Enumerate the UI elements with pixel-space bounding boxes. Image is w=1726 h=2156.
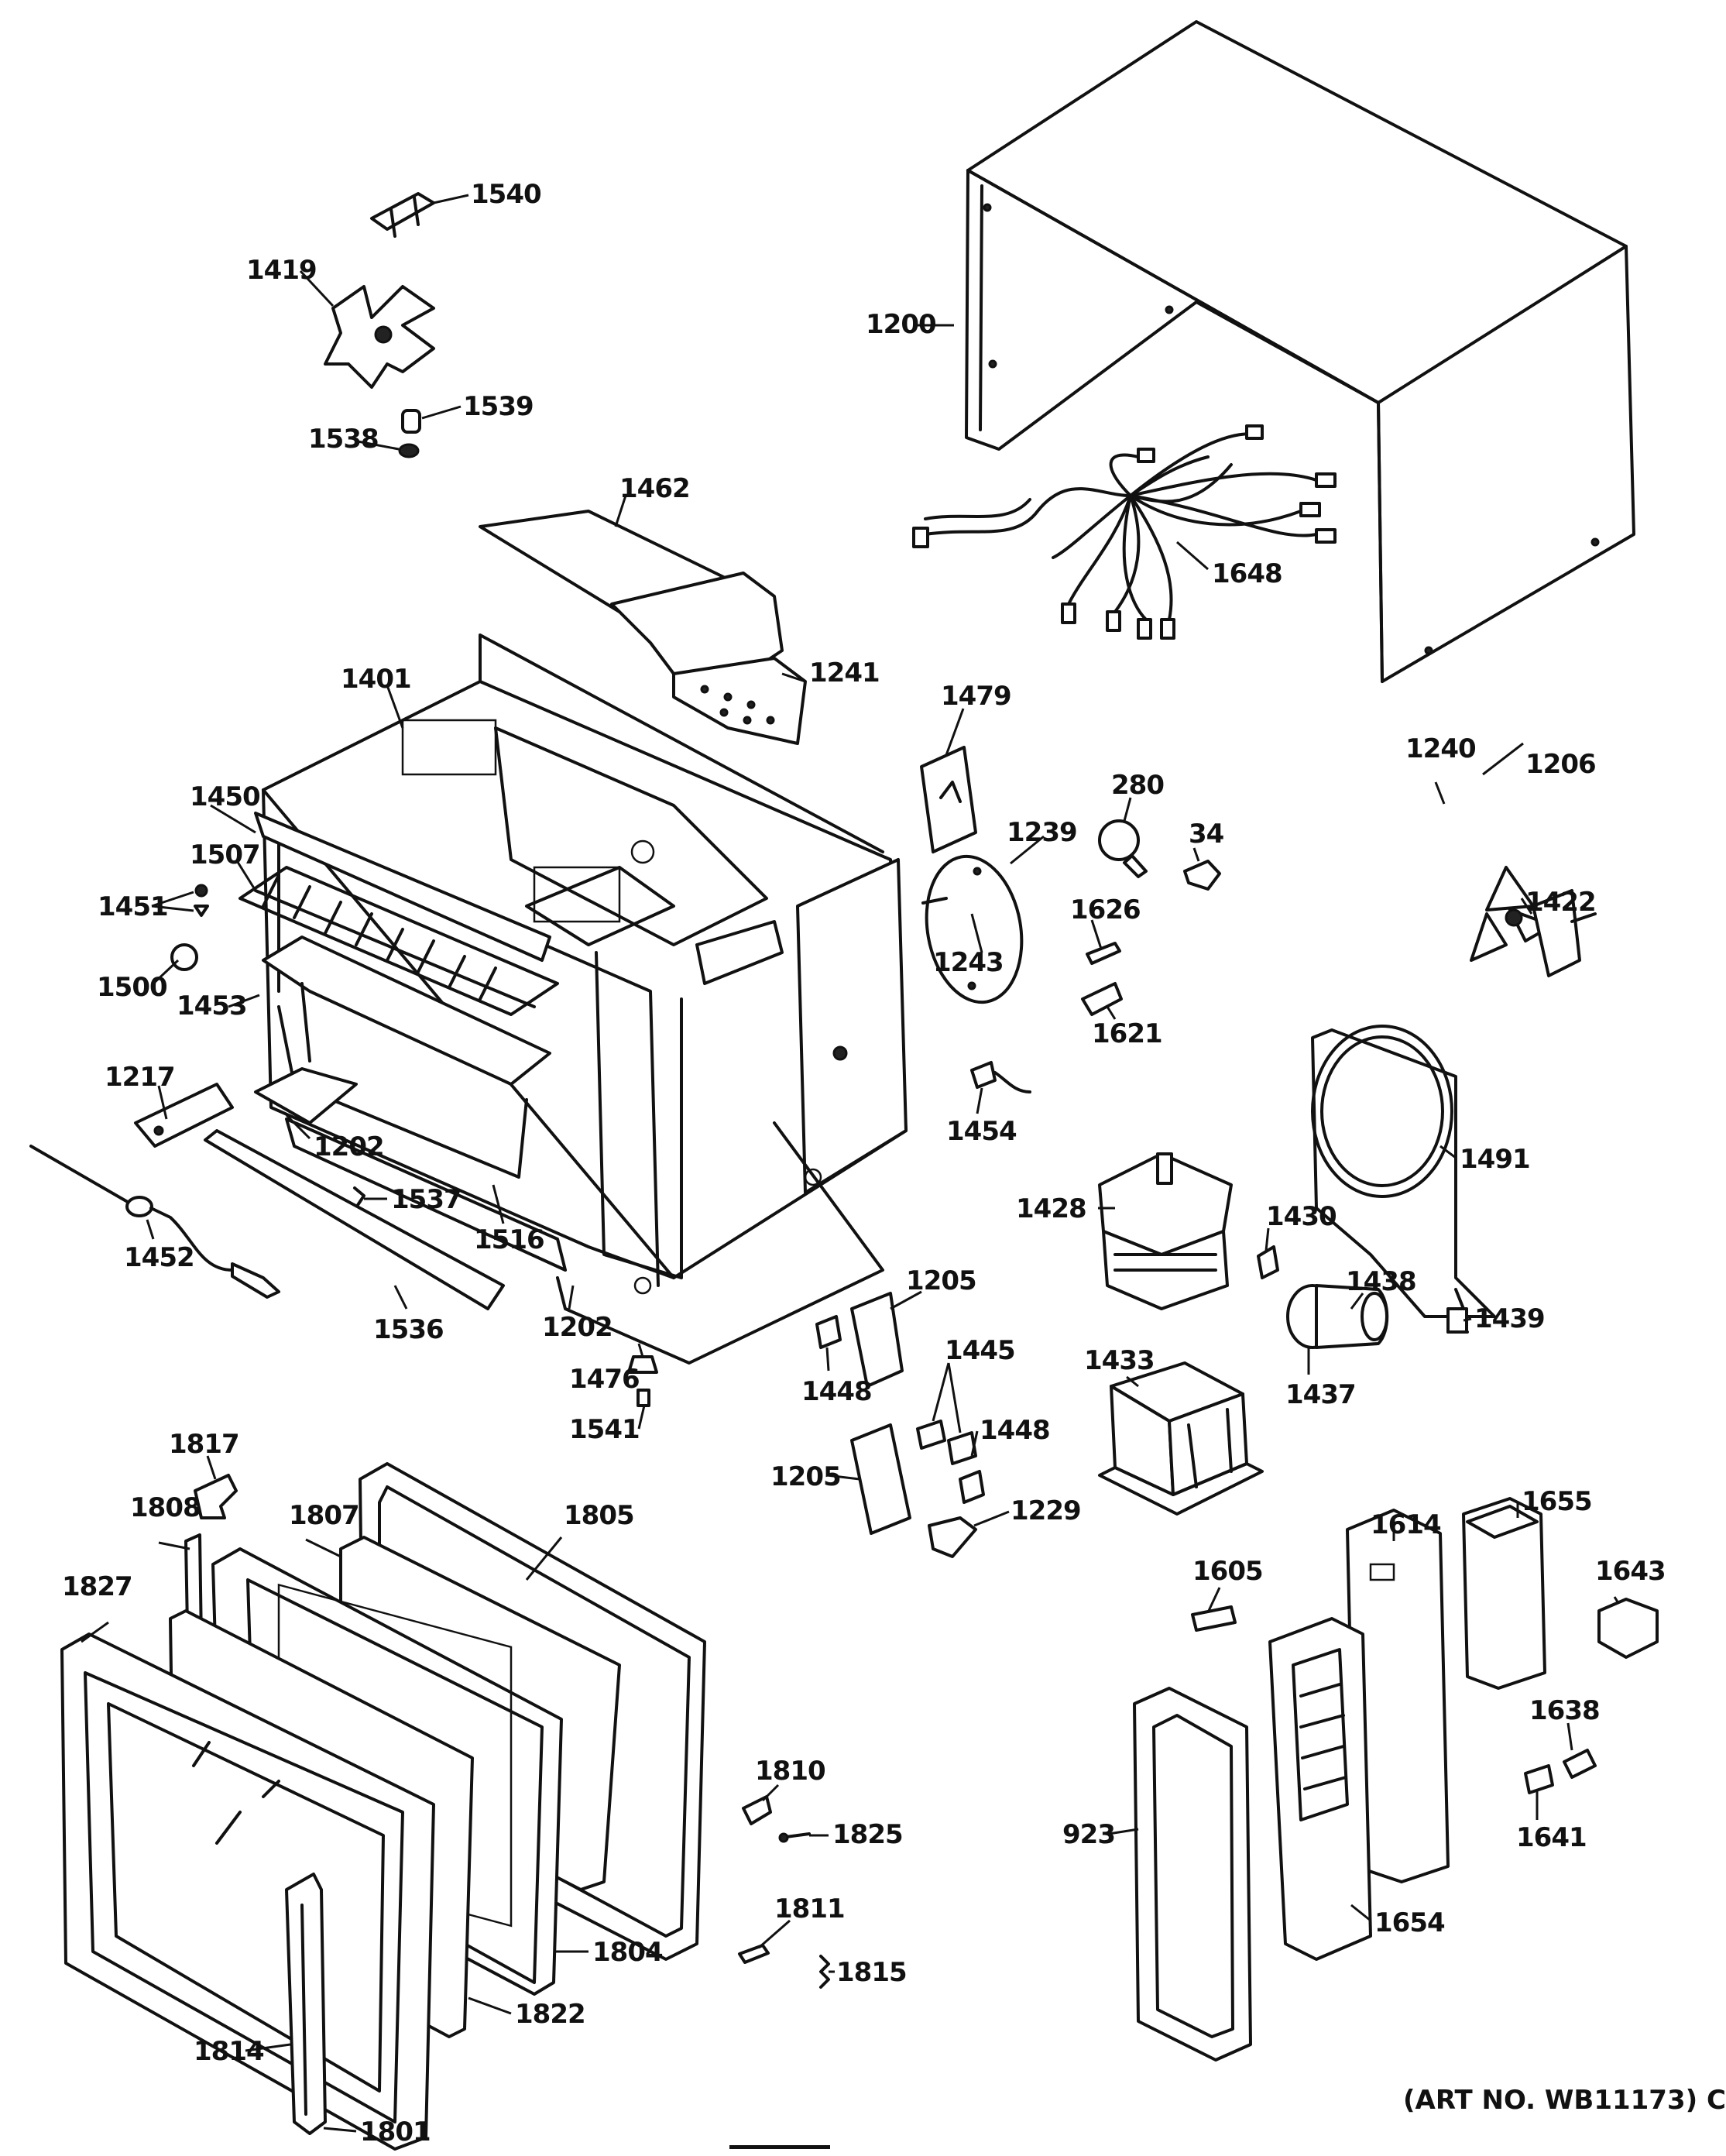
wire-harness-1648 (912, 424, 1337, 640)
label-1217: 1217 (105, 1062, 175, 1093)
label-1454: 1454 (946, 1116, 1017, 1147)
lamp-socket-fuse (1081, 819, 1221, 1016)
label-1229: 1229 (1011, 1495, 1081, 1526)
label-1641: 1641 (1516, 1822, 1587, 1853)
callout-labels: 1540 1419 1539 1538 1462 1401 1241 1450 … (62, 179, 1666, 2147)
label-1452: 1452 (124, 1242, 194, 1273)
feet-1476-1541 (627, 1355, 658, 1407)
label-1491: 1491 (1460, 1144, 1530, 1175)
rack-tray-assembly (238, 812, 559, 1179)
magnetron-1428 (1098, 1152, 1233, 1310)
label-1206: 1206 (1525, 749, 1596, 780)
interlock-switches (815, 1292, 985, 1558)
label-1200: 1200 (866, 309, 936, 340)
label-1643: 1643 (1595, 1556, 1666, 1587)
label-1422: 1422 (1525, 887, 1596, 918)
label-1822: 1822 (515, 1999, 585, 2030)
label-1804: 1804 (592, 1937, 663, 1968)
label-1621: 1621 (1092, 1018, 1162, 1049)
label-1433: 1433 (1084, 1345, 1155, 1376)
label-1507: 1507 (190, 839, 260, 870)
label-1537: 1537 (391, 1184, 462, 1215)
label-1516: 1516 (474, 1224, 544, 1255)
label-1648: 1648 (1212, 558, 1282, 589)
cover-plates (920, 746, 1024, 1004)
label-1825: 1825 (832, 1819, 903, 1850)
diode-thermal-parts (1257, 1245, 1469, 1334)
label-1437: 1437 (1285, 1379, 1356, 1410)
label-1430: 1430 (1266, 1201, 1337, 1232)
label-1817: 1817 (169, 1429, 239, 1460)
label-1479: 1479 (941, 681, 1011, 712)
label-1243: 1243 (933, 947, 1004, 978)
label-1453: 1453 (177, 990, 247, 1021)
label-1815: 1815 (836, 1957, 907, 1988)
label-1805: 1805 (564, 1500, 634, 1531)
label-1807: 1807 (289, 1500, 359, 1531)
label-1419: 1419 (246, 255, 317, 286)
label-1239: 1239 (1007, 817, 1077, 848)
label-1538: 1538 (308, 424, 379, 455)
footer-rule (729, 2145, 830, 2149)
waveguide-1462-1241 (479, 510, 807, 745)
label-34: 34 (1189, 819, 1224, 850)
label-1202-lower: 1202 (542, 1312, 613, 1343)
label-1605: 1605 (1192, 1556, 1263, 1587)
label-1614: 1614 (1371, 1509, 1441, 1540)
label-1476: 1476 (569, 1364, 640, 1395)
label-1540: 1540 (471, 179, 541, 210)
label-1536: 1536 (373, 1314, 444, 1345)
label-1808: 1808 (130, 1492, 201, 1523)
label-1801: 1801 (360, 2117, 431, 2147)
trim-strips (204, 1117, 567, 1310)
label-1638: 1638 (1529, 1695, 1600, 1726)
thermal-switch-1454 (970, 1061, 1031, 1093)
label-1428: 1428 (1016, 1193, 1086, 1224)
label-1448-right: 1448 (980, 1415, 1050, 1446)
transformer-1433 (1098, 1361, 1264, 1516)
label-1445: 1445 (945, 1335, 1015, 1366)
leader-lines (81, 194, 1620, 2133)
label-1451: 1451 (98, 891, 168, 922)
label-1202-upper: 1202 (314, 1131, 384, 1162)
label-1439: 1439 (1474, 1303, 1545, 1334)
label-1810: 1810 (755, 1756, 825, 1787)
label-1450: 1450 (190, 781, 260, 812)
outer-case-1200 (965, 20, 1635, 683)
label-1240: 1240 (1405, 733, 1476, 764)
control-panel-group (1133, 1497, 1659, 2062)
label-1438: 1438 (1346, 1266, 1416, 1297)
latch-hardware (738, 1795, 830, 1989)
fasteners-1451-1500 (170, 884, 209, 971)
label-1827: 1827 (62, 1571, 132, 1602)
door-assembly (60, 1462, 706, 2151)
label-1541: 1541 (569, 1414, 640, 1445)
label-1241: 1241 (809, 657, 880, 688)
art-number: (ART NO. WB11173) C (1403, 2085, 1726, 2116)
oven-cavity-1401 (262, 633, 908, 1365)
label-280: 280 (1111, 770, 1164, 801)
label-1500: 1500 (97, 972, 167, 1003)
stirrer-parts (324, 192, 435, 458)
label-1448-left: 1448 (801, 1376, 872, 1407)
label-1811: 1811 (774, 1893, 845, 1924)
cooling-fan-1422-1491 (1311, 866, 1597, 1318)
label-1539: 1539 (463, 391, 534, 422)
label-1205-upper: 1205 (906, 1265, 976, 1296)
label-1814: 1814 (194, 2036, 264, 2067)
label-923: 923 (1062, 1819, 1115, 1850)
label-1205-lower: 1205 (770, 1461, 841, 1492)
label-1626: 1626 (1070, 894, 1141, 925)
capacitor-1438-1437 (1286, 1284, 1389, 1349)
label-1462: 1462 (619, 473, 690, 504)
brackets-1217-1202 (134, 1067, 358, 1148)
label-1401: 1401 (341, 664, 411, 695)
label-1654: 1654 (1374, 1907, 1445, 1938)
label-1655: 1655 (1522, 1486, 1592, 1517)
temperature-probe-1452 (29, 1145, 280, 1299)
